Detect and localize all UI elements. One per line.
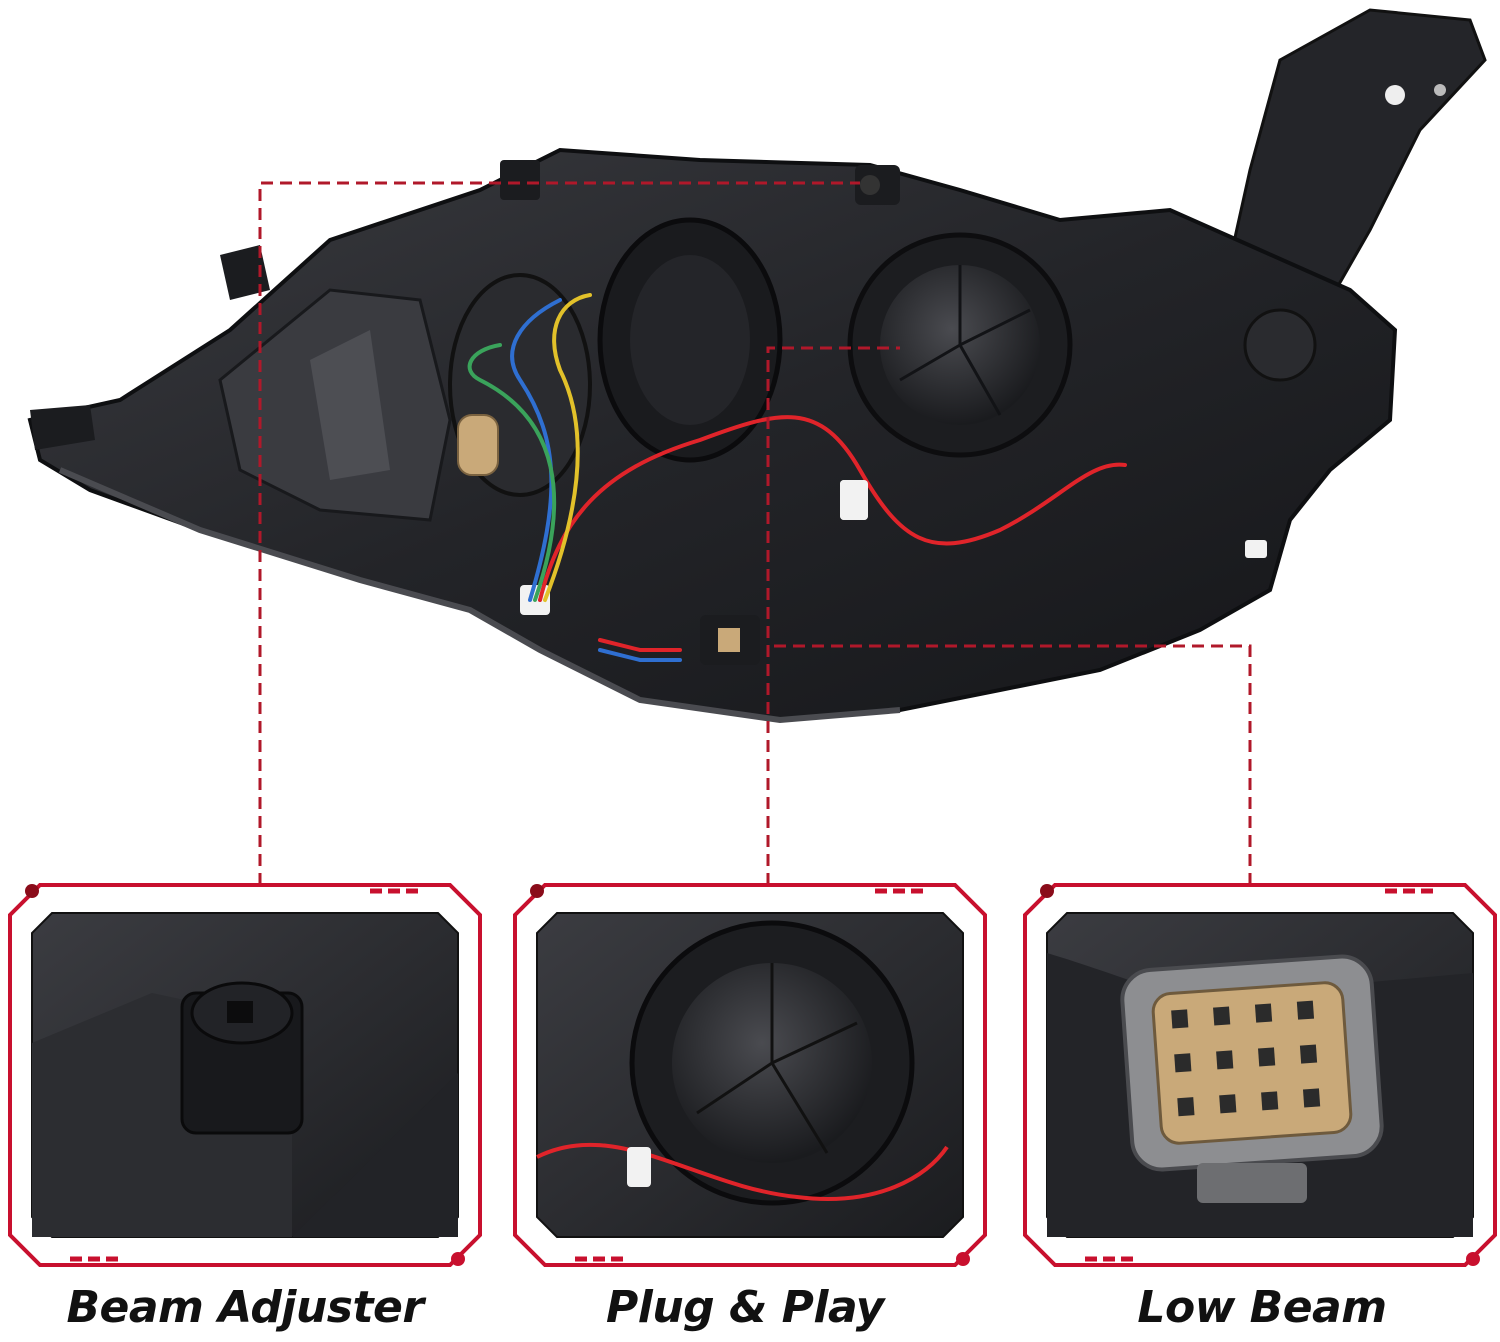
callout-line-plug-and-play bbox=[766, 346, 900, 885]
wire-harness bbox=[467, 293, 1127, 662]
callout-line-beam-adjuster bbox=[258, 181, 860, 885]
connector-plug-detail bbox=[1047, 953, 1473, 1237]
caption-2: Plug & Play bbox=[605, 1282, 885, 1333]
inset-frame-2 bbox=[513, 883, 987, 1267]
callout-lines bbox=[258, 181, 1252, 885]
mounting-bracket bbox=[1228, 8, 1487, 322]
tan-connector bbox=[457, 414, 499, 476]
caption-1: Beam Adjuster bbox=[66, 1282, 424, 1333]
callout-line-low-beam bbox=[770, 644, 1252, 885]
inset-frame-3 bbox=[1023, 883, 1497, 1267]
sealing-cap-wiring-detail bbox=[536, 920, 949, 1206]
right-cap bbox=[1243, 308, 1317, 382]
caption-3: Low Beam bbox=[1137, 1282, 1387, 1333]
beam-adjuster-detail bbox=[32, 981, 458, 1237]
inset-frame-1 bbox=[8, 883, 482, 1267]
headlight-housing bbox=[27, 8, 1487, 724]
